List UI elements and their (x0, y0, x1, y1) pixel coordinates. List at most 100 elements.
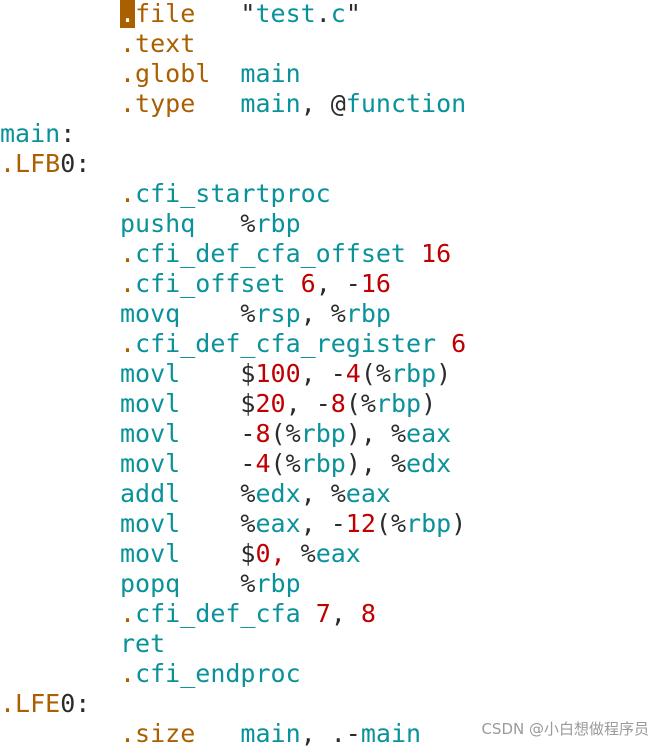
code-line[interactable]: .LFB0: (0, 149, 90, 179)
code-token: rbp (255, 569, 301, 598)
code-token: main (240, 89, 301, 118)
code-token: addl (120, 479, 241, 508)
code-line[interactable]: .cfi_offset 6, -16 (120, 269, 391, 299)
code-line[interactable]: .LFE0: (0, 689, 90, 719)
code-token: rbp (390, 359, 437, 388)
code-token: (% (270, 449, 301, 478)
code-token: $ (240, 539, 256, 568)
code-token: cfi_def_cfa_register (135, 329, 452, 358)
code-line[interactable]: .text (120, 29, 195, 59)
code-token: movq (120, 299, 241, 328)
code-token: 16 (360, 269, 391, 298)
code-token: ), % (345, 419, 407, 448)
code-token: - (240, 419, 256, 448)
code-token: % (240, 509, 256, 538)
code-line[interactable]: movl %eax, -12(%rbp) (120, 509, 466, 539)
code-token: movl (120, 539, 241, 568)
code-token: eax (406, 419, 452, 448)
code-line[interactable]: .cfi_endproc (120, 659, 301, 689)
code-line[interactable]: movl -8(%rbp), %eax (120, 419, 451, 449)
code-line[interactable]: movl -4(%rbp), %edx (120, 449, 451, 479)
code-token: 8 (330, 389, 346, 418)
code-token: . (120, 659, 136, 688)
code-token: (% (270, 419, 301, 448)
code-token: file (135, 0, 241, 28)
code-line[interactable]: popq %rbp (120, 569, 301, 599)
code-token: .globl (120, 59, 241, 88)
code-token: eax (315, 539, 361, 568)
code-token: $ (240, 389, 256, 418)
code-line[interactable]: movl $100, -4(%rbp) (120, 359, 451, 389)
code-token: pushq (120, 209, 241, 238)
code-token: 0: (60, 149, 91, 178)
text-cursor: . (120, 0, 136, 28)
code-line[interactable]: .type main, @function (120, 89, 466, 119)
code-token: cfi_startproc (135, 179, 331, 208)
code-token: main (240, 59, 301, 88)
code-token: . (120, 269, 136, 298)
code-line[interactable]: .size main, .-main (120, 719, 421, 749)
code-line[interactable]: .cfi_def_cfa_register 6 (120, 329, 466, 359)
code-token: 8 (360, 599, 376, 628)
code-token: 7 (315, 599, 331, 628)
code-line[interactable]: movl $0, %eax (120, 539, 361, 569)
code-line[interactable]: main: (0, 119, 75, 149)
code-token: % (300, 539, 316, 568)
code-token: . (120, 239, 136, 268)
code-token: ), % (345, 449, 407, 478)
code-token: .size (120, 719, 241, 748)
code-token: 6 (451, 329, 467, 358)
code-line[interactable]: ret (120, 629, 165, 659)
code-line[interactable]: .cfi_startproc (120, 179, 331, 209)
code-token: main (360, 719, 422, 748)
code-token: popq (120, 569, 241, 598)
code-token: % (240, 479, 256, 508)
code-token: , .- (300, 719, 361, 748)
code-token: main (0, 119, 61, 148)
code-token: . (120, 329, 136, 358)
code-token: movl (120, 359, 241, 388)
code-token: . (120, 599, 136, 628)
code-token: " (240, 0, 256, 28)
code-line[interactable]: .file "test.c" (120, 0, 361, 29)
code-line[interactable]: movq %rsp, %rbp (120, 299, 391, 329)
code-token: cfi_offset (135, 269, 301, 298)
code-token: 20 (255, 389, 286, 418)
code-token: ret (120, 629, 166, 658)
code-token: " (345, 0, 361, 28)
code-token: , - (315, 269, 361, 298)
code-token: function (345, 89, 467, 118)
code-token: cfi_def_cfa_offset (135, 239, 422, 268)
code-token: (% (360, 359, 391, 388)
code-token: cfi_endproc (135, 659, 301, 688)
code-token: , @ (300, 89, 346, 118)
code-token: rbp (255, 209, 301, 238)
code-token: main (240, 719, 301, 748)
code-line[interactable]: addl %edx, %eax (120, 479, 391, 509)
code-token: eax (345, 479, 391, 508)
code-token: 6 (300, 269, 316, 298)
code-token: rbp (406, 509, 452, 538)
code-token: (% (345, 389, 376, 418)
code-token: 100 (255, 359, 301, 388)
code-line[interactable]: pushq %rbp (120, 209, 301, 239)
csdn-watermark: CSDN @小白想做程序员 (481, 720, 649, 738)
code-token: edx (406, 449, 452, 478)
code-token: , % (300, 299, 346, 328)
code-token: % (240, 209, 256, 238)
code-token: 0, (255, 539, 301, 568)
code-token: .LFE (0, 689, 61, 718)
code-token: rbp (300, 449, 346, 478)
code-line[interactable]: movl $20, -8(%rbp) (120, 389, 436, 419)
code-token: , - (300, 359, 346, 388)
code-token: 0: (60, 689, 91, 718)
code-line[interactable]: .cfi_def_cfa_offset 16 (120, 239, 451, 269)
code-token: cfi_def_cfa (135, 599, 316, 628)
code-token: , - (285, 389, 331, 418)
code-token: rsp (255, 299, 301, 328)
code-line[interactable]: .cfi_def_cfa 7, 8 (120, 599, 376, 629)
code-token: % (240, 299, 256, 328)
code-line[interactable]: .globl main (120, 59, 301, 89)
code-token: .LFB (0, 149, 61, 178)
